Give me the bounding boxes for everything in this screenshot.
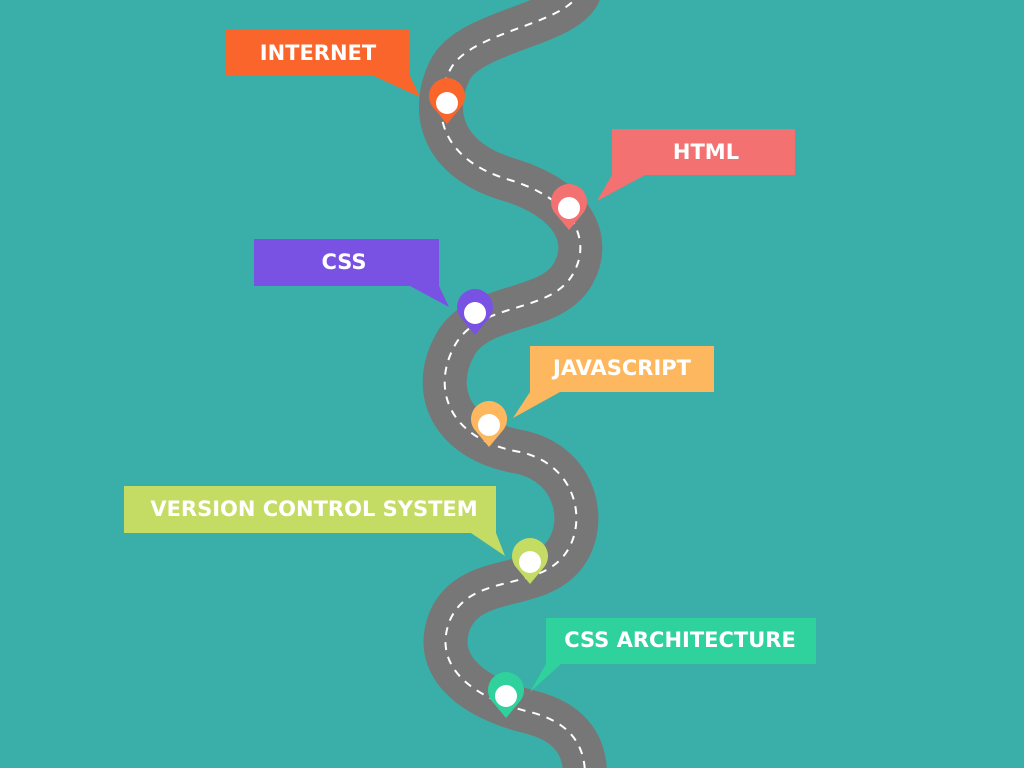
callout-css-architecture	[530, 618, 816, 692]
road-center-dashes	[439, 0, 586, 768]
map-pin-icon	[488, 672, 524, 718]
milestone-label-javascript: JAVASCRIPT	[551, 356, 692, 380]
milestone-version-control-system: VERSION CONTROL SYSTEM	[124, 486, 548, 584]
map-pin-icon	[512, 538, 548, 584]
milestone-html: HTML	[551, 129, 795, 230]
milestone-label-css-architecture: CSS ARCHITECTURE	[564, 628, 796, 652]
milestone-label-html: HTML	[673, 140, 739, 164]
milestone-internet: INTERNET	[226, 30, 465, 124]
milestone-css-architecture: CSS ARCHITECTURE	[488, 618, 816, 718]
map-pin-icon	[457, 289, 494, 335]
callout-css	[254, 239, 449, 307]
callout-internet	[226, 30, 420, 97]
map-pin-icon	[428, 78, 465, 124]
callout-javascript	[513, 346, 714, 418]
milestone-label-version-control-system: VERSION CONTROL SYSTEM	[150, 497, 477, 521]
milestone-css: CSS	[254, 239, 494, 335]
milestone-javascript: JAVASCRIPT	[471, 346, 714, 447]
callout-version-control-system	[124, 486, 505, 556]
callout-html	[597, 129, 795, 201]
map-pin-icon	[471, 401, 507, 447]
map-pin-icon	[551, 184, 587, 230]
road	[418, 0, 607, 768]
milestone-label-internet: INTERNET	[260, 41, 377, 65]
milestone-label-css: CSS	[321, 250, 366, 274]
